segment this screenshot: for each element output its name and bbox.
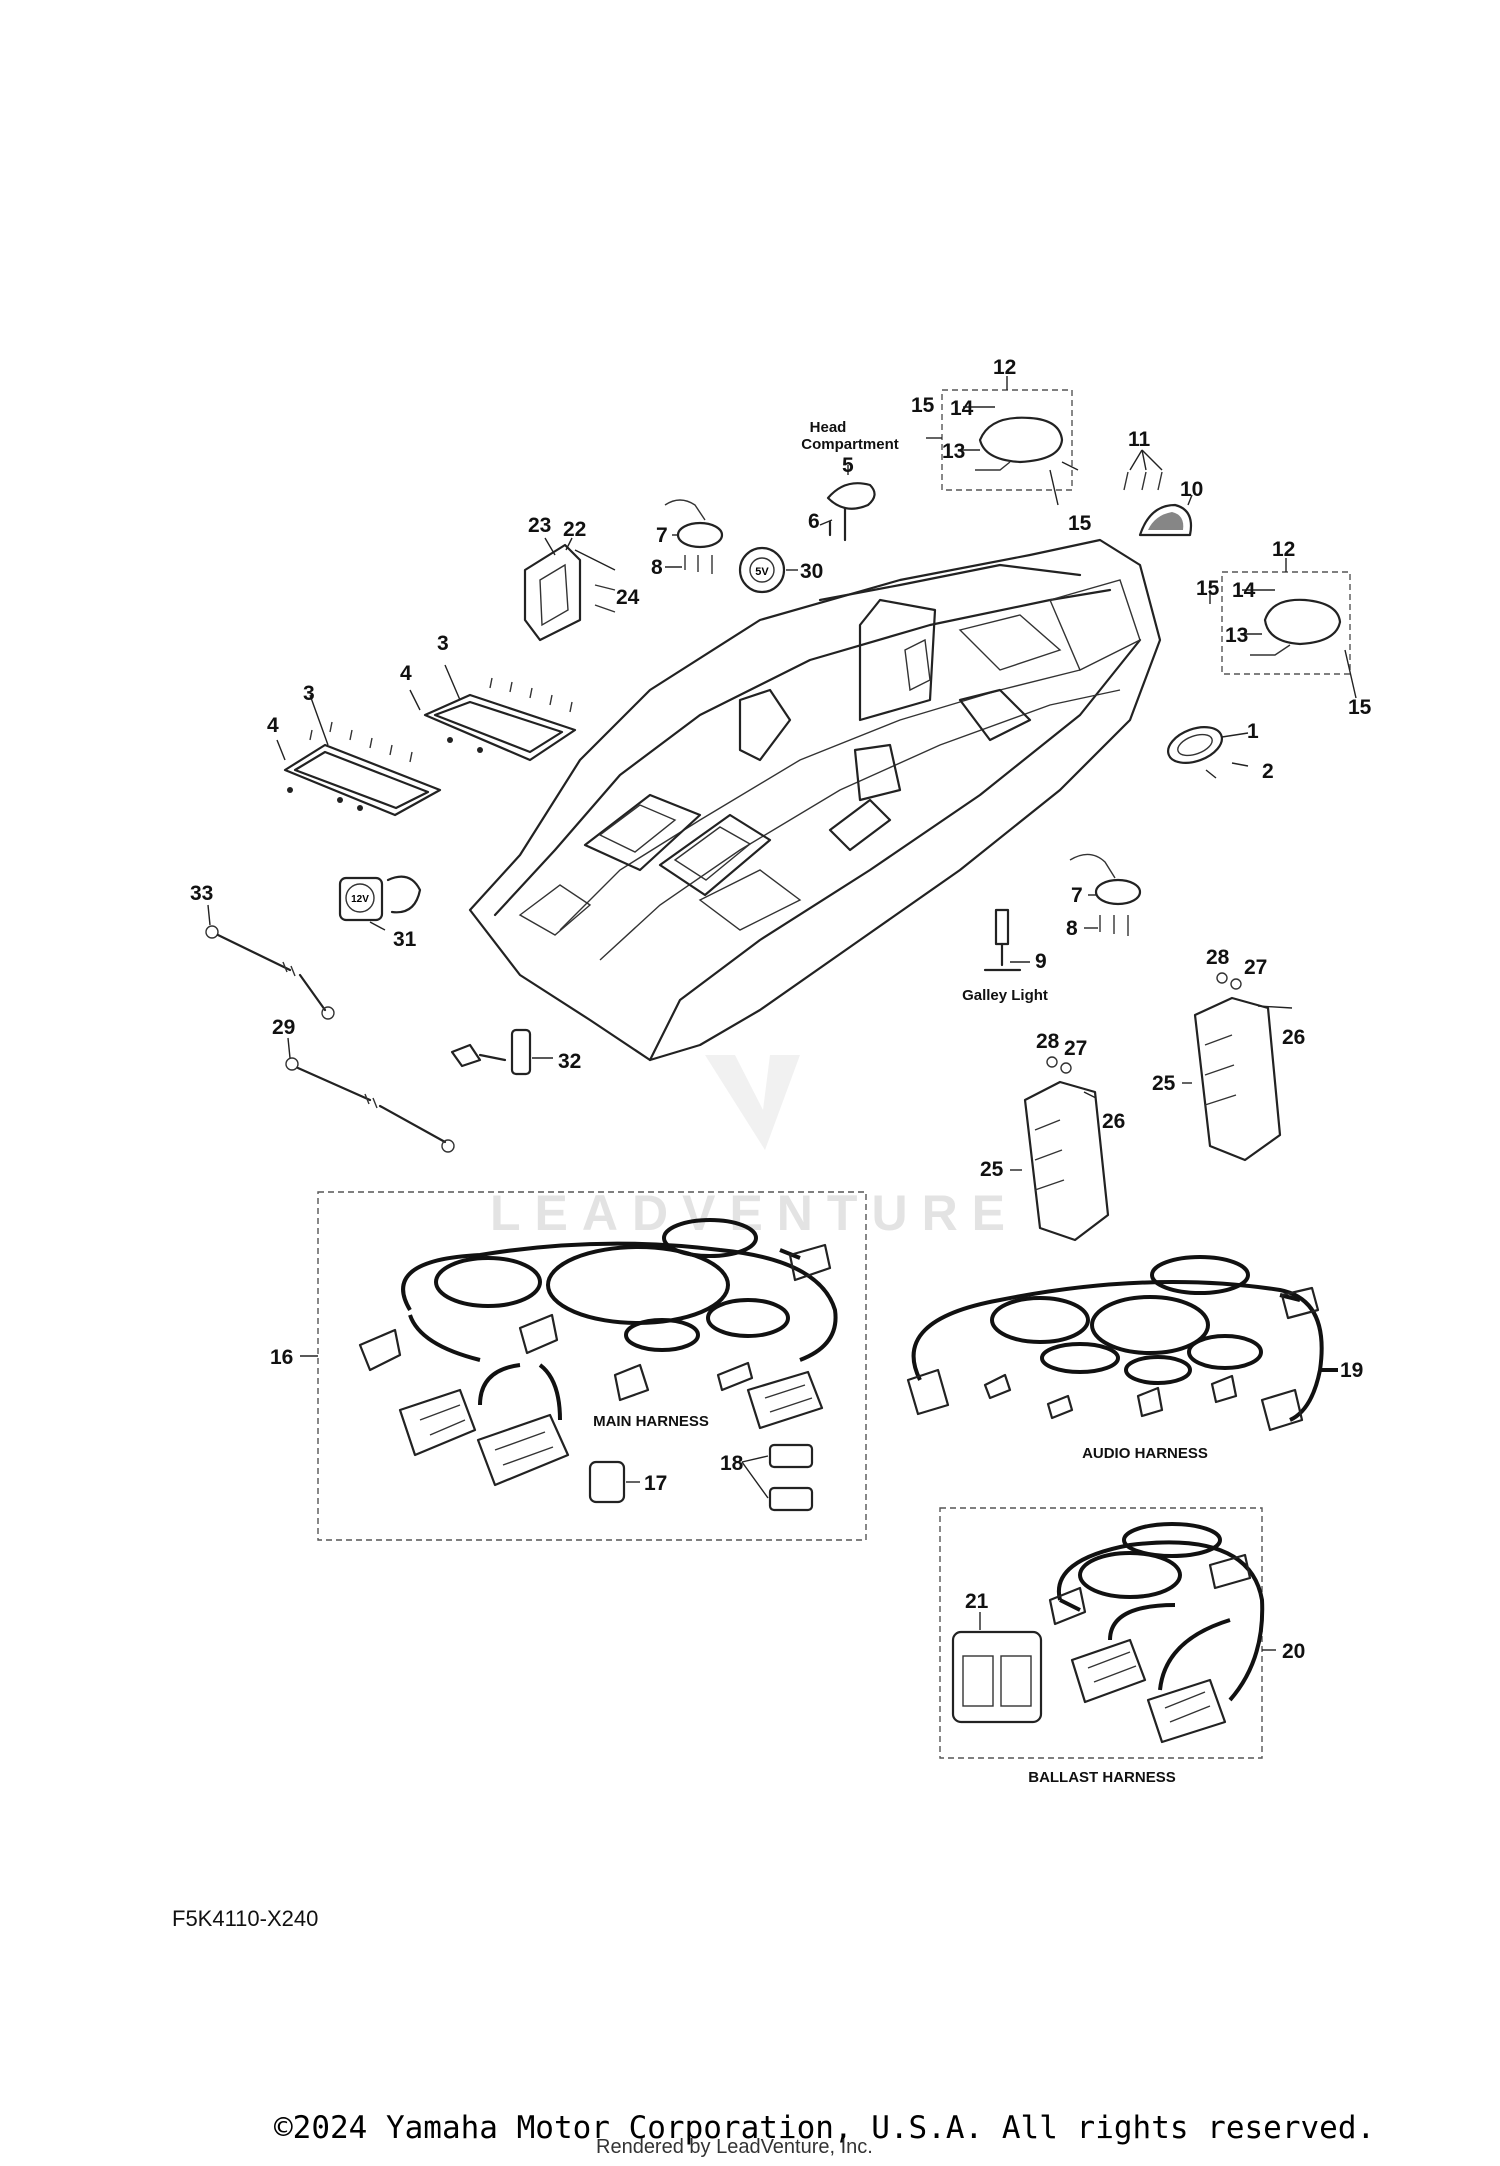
label-galley-light: Galley Light: [962, 987, 1048, 1004]
switch-bracket-22: [523, 537, 616, 642]
callout-29: 29: [272, 1016, 295, 1039]
junction-box-25-left: [1010, 1056, 1110, 1242]
callout-8-upper: 8: [651, 556, 663, 579]
callout-9: 9: [1035, 950, 1047, 973]
light-assembly-12-top: [926, 376, 1079, 506]
label-ballast-harness: BALLAST HARNESS: [1028, 1769, 1176, 1786]
callout-15-c: 15: [1196, 577, 1220, 600]
label-socket-12v: 12V: [351, 894, 369, 905]
copyright-notice: ©2024 Yamaha Motor Corporation, U.S.A. A…: [274, 2110, 1376, 2146]
sensor-32: [450, 1028, 553, 1076]
callout-11: 11: [1128, 428, 1151, 451]
rendered-by-notice: Rendered by LeadVenture, Inc.: [596, 2136, 873, 2158]
callout-27-left: 27: [1064, 1037, 1087, 1060]
callout-25-left: 25: [980, 1158, 1004, 1181]
callout-32: 32: [558, 1050, 581, 1073]
callout-24: 24: [616, 586, 640, 609]
label-head: Head: [810, 419, 847, 436]
boat-hull: [468, 538, 1162, 1062]
callout-21: 21: [965, 1590, 989, 1613]
callout-22: 22: [563, 518, 586, 541]
callout-7-upper: 7: [656, 524, 668, 547]
callout-26-left: 26: [1102, 1110, 1125, 1133]
cover-10: [1138, 494, 1193, 537]
callout-30: 30: [800, 560, 823, 583]
watermark-text: LEADVENTURE: [490, 1185, 1020, 1241]
callout-19: 19: [1340, 1359, 1363, 1382]
callout-17: 17: [644, 1472, 667, 1495]
cable-33: [205, 904, 335, 1020]
callout-27-right: 27: [1244, 956, 1267, 979]
callout-14-right: 14: [1232, 579, 1256, 602]
callout-7-lower: 7: [1071, 884, 1083, 907]
callout-13-top: 13: [942, 440, 965, 463]
label-audio-harness: AUDIO HARNESS: [1082, 1445, 1208, 1462]
callout-1: 1: [1247, 720, 1259, 743]
callout-3-left: 3: [303, 682, 315, 705]
ballast-harness-20: [939, 1507, 1276, 1759]
head-compartment-light: [819, 465, 876, 542]
watermark-logo: [705, 1055, 800, 1150]
callout-15-b: 15: [1068, 512, 1092, 535]
callout-16: 16: [270, 1346, 293, 1369]
callout-4-right: 4: [400, 662, 412, 685]
battery-tray-3-left: [276, 694, 442, 817]
callout-2: 2: [1262, 760, 1274, 783]
label-usb-5v: 5V: [755, 566, 769, 578]
callout-4-left: 4: [267, 714, 279, 737]
callout-20: 20: [1282, 1640, 1305, 1663]
audio-harness-19: [906, 1255, 1338, 1432]
callout-12-right: 12: [1272, 538, 1295, 561]
labels: Head Compartment Galley Light MAIN HARNE…: [351, 419, 1208, 1786]
cable-29: [285, 1037, 455, 1153]
callout-3-right: 3: [437, 632, 449, 655]
callout-14-top: 14: [950, 397, 974, 420]
courtesy-light-7-lower: [1069, 853, 1142, 936]
label-main-harness: MAIN HARNESS: [593, 1413, 709, 1430]
callout-6: 6: [808, 510, 820, 533]
light-assembly-12-right: [1209, 558, 1357, 699]
callout-31: 31: [393, 928, 417, 951]
speaker-1: [1167, 726, 1249, 779]
screws-11: [1123, 449, 1163, 491]
callout-33: 33: [190, 882, 213, 905]
courtesy-light-7-upper: [664, 499, 724, 574]
callout-13-right: 13: [1225, 624, 1248, 647]
callout-12-top: 12: [993, 356, 1016, 379]
socket-31: [338, 875, 422, 931]
callout-5: 5: [842, 454, 854, 477]
callout-25-right: 25: [1152, 1072, 1176, 1095]
main-harness-16: [300, 1191, 867, 1541]
callout-15-d: 15: [1348, 696, 1372, 719]
callout-10: 10: [1180, 478, 1203, 501]
usb-outlet-30: [738, 546, 798, 594]
callout-28-right: 28: [1206, 946, 1230, 969]
galley-light-9: [983, 908, 1030, 972]
junction-box-25-right: [1182, 972, 1293, 1162]
callout-28-left: 28: [1036, 1030, 1060, 1053]
callout-15-a: 15: [911, 394, 935, 417]
battery-tray-3-right: [409, 664, 577, 762]
diagram-code: F5K4110-X240: [172, 1906, 319, 1931]
label-compartment: Compartment: [801, 436, 899, 453]
callout-8-lower: 8: [1066, 917, 1078, 940]
callouts: 1 2 3 3 4 4 5 6 7 7 8 8 9 10 11 12 12 13…: [190, 356, 1372, 1663]
callout-18: 18: [720, 1452, 744, 1475]
callout-23: 23: [528, 514, 551, 537]
callout-26-right: 26: [1282, 1026, 1305, 1049]
